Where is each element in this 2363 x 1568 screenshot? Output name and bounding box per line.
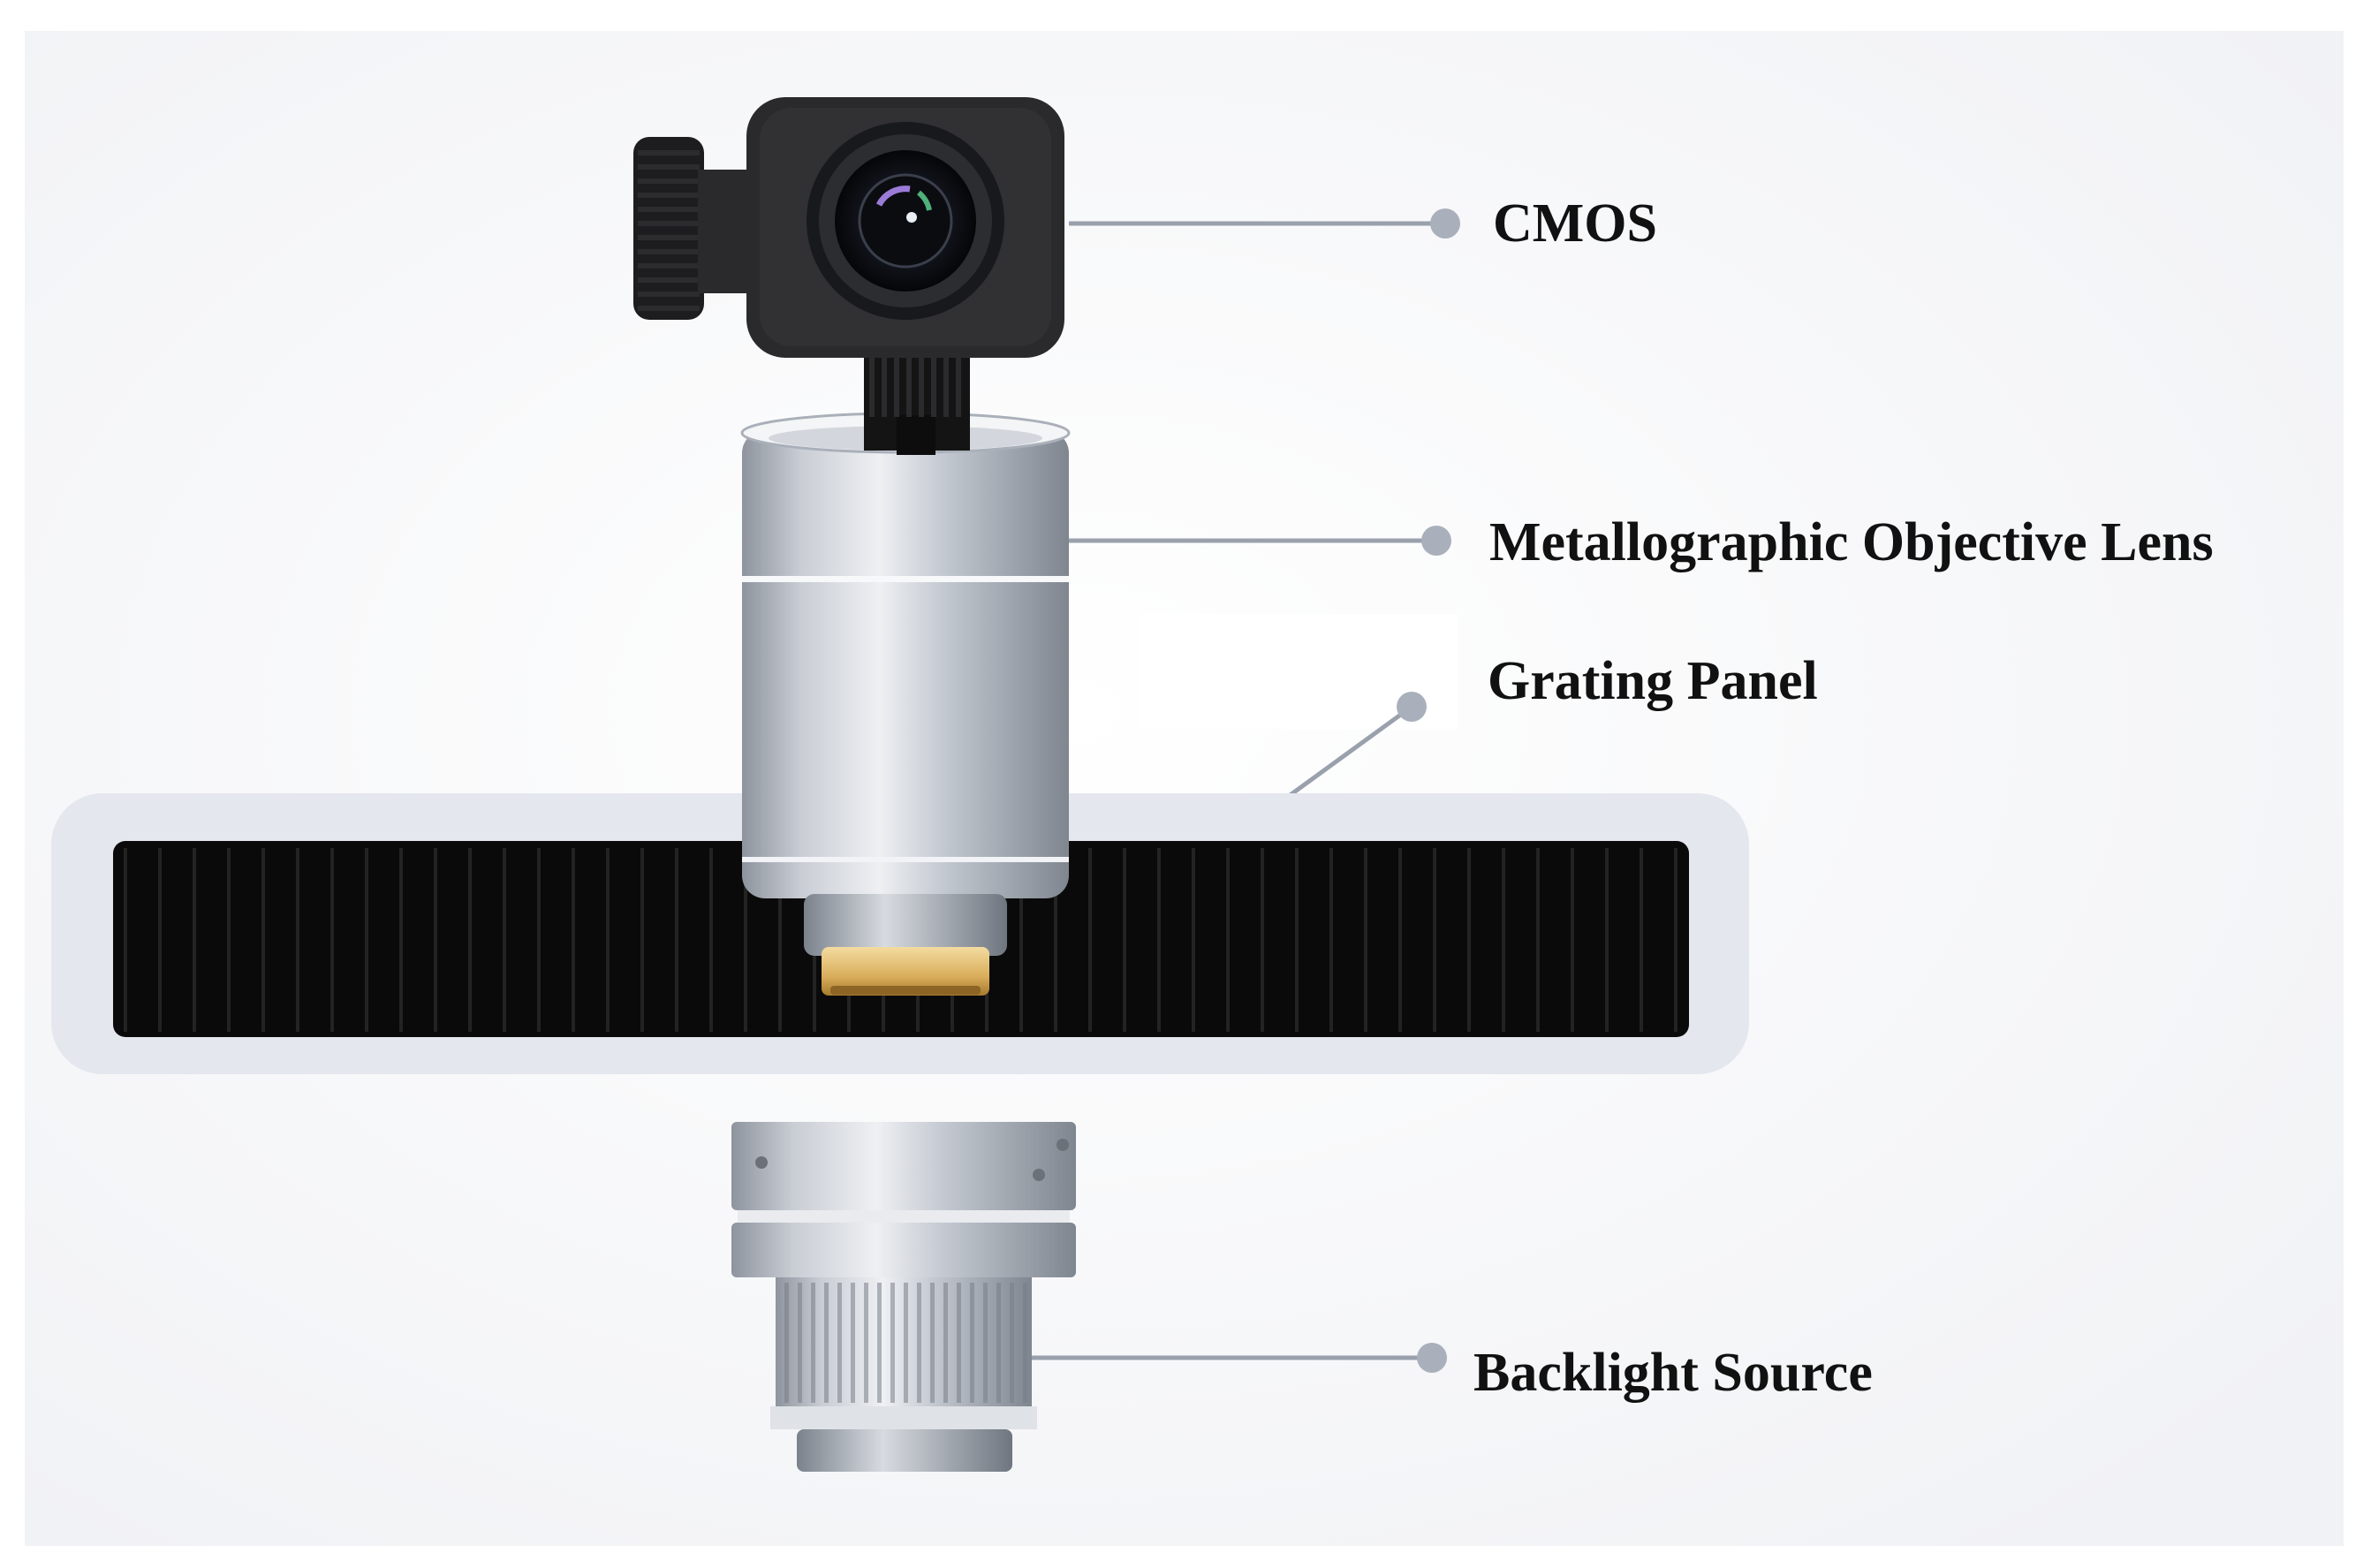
backlight-ridge (864, 1283, 868, 1403)
grating-slot (1674, 848, 1678, 1032)
mount-ridge (882, 355, 887, 417)
grating-slot (572, 848, 575, 1032)
backlight-ridge (957, 1283, 961, 1403)
grating-slot (434, 848, 437, 1032)
camera-mount-ridges (869, 355, 961, 417)
label-grating-panel: Grating Panel (1488, 651, 1818, 711)
grating-slot (330, 848, 334, 1032)
grating-slot (296, 848, 299, 1032)
backlight-ridge (798, 1283, 802, 1403)
grating-slot (709, 848, 713, 1032)
grating-slot (1605, 848, 1609, 1032)
label-backlight-source: Backlight Source (1473, 1343, 1873, 1403)
backlight-ridges (784, 1283, 1027, 1403)
backlight-ridge (890, 1283, 895, 1403)
backlight-ridge (983, 1283, 988, 1403)
backlight-ridge (837, 1283, 842, 1403)
background-panel (25, 31, 2344, 1546)
grating-slot (778, 848, 782, 1032)
backlight-ridge (917, 1283, 921, 1403)
grating-slot (399, 848, 403, 1032)
grating-slot (744, 848, 747, 1032)
backlight-ridge (824, 1283, 829, 1403)
backlight-ridge (904, 1283, 908, 1403)
backlight-ridge (970, 1283, 974, 1403)
grating-slot (1640, 848, 1643, 1032)
knob-ridge (638, 249, 700, 254)
mount-ridge (943, 355, 949, 417)
knob-ridge (638, 277, 700, 283)
camera-sensor-icon (633, 97, 1064, 455)
knob-ridge (638, 150, 700, 155)
grating-slot (124, 848, 127, 1032)
backlight-source-icon (731, 1122, 1076, 1472)
grating-slot (261, 848, 265, 1032)
grating-slot (1329, 848, 1333, 1032)
backlight-ridge (811, 1283, 815, 1403)
backlight-ridge (1023, 1283, 1027, 1403)
grating-slot (365, 848, 368, 1032)
grating-slot (606, 848, 610, 1032)
grating-slot (1502, 848, 1505, 1032)
knob-ridge (638, 292, 700, 297)
grating-slot (675, 848, 678, 1032)
grating-slot (1433, 848, 1436, 1032)
grating-slot (1536, 848, 1540, 1032)
grating-slot (1088, 848, 1092, 1032)
grating-slot (1295, 848, 1299, 1032)
grating-slot (158, 848, 162, 1032)
grating-slot (1123, 848, 1126, 1032)
grating-slot (537, 848, 541, 1032)
grating-slot (468, 848, 472, 1032)
grating-slot (227, 848, 231, 1032)
backlight-ridge (851, 1283, 855, 1403)
knob-ridge (638, 207, 700, 212)
knob-ridge (638, 263, 700, 269)
backlight-ridge (930, 1283, 935, 1403)
backlight-ridge (943, 1283, 948, 1403)
knob-ridge (638, 164, 700, 170)
knob-ridge (638, 306, 700, 311)
label-cmos: CMOS (1493, 193, 1657, 254)
grating-slot (640, 848, 644, 1032)
mount-ridge (894, 355, 899, 417)
knob-ridge (638, 193, 700, 198)
backlight-ridge (996, 1283, 1001, 1403)
mount-ridge (919, 355, 924, 417)
mount-ridge (956, 355, 961, 417)
grating-slot (1261, 848, 1264, 1032)
mount-ridge (906, 355, 912, 417)
grating-slot (503, 848, 506, 1032)
grating-slot (1571, 848, 1574, 1032)
knob-ridges (638, 150, 700, 311)
grating-slot (1019, 848, 1023, 1032)
grating-slot (1226, 848, 1230, 1032)
backlight-ridge (1010, 1283, 1014, 1403)
grating-slot (1467, 848, 1471, 1032)
knob-ridge (638, 178, 700, 184)
knob-ridge (638, 235, 700, 240)
grating-slot (193, 848, 196, 1032)
mount-ridge (931, 355, 936, 417)
label-objective-lens: Metallographic Objective Lens (1489, 512, 2214, 572)
backlight-ridge (784, 1283, 789, 1403)
callout-backlight-source (1029, 1343, 1447, 1373)
callout-cmos (1069, 208, 1460, 239)
knob-ridge (638, 221, 700, 226)
grating-slot (1157, 848, 1161, 1032)
mount-ridge (869, 355, 875, 417)
backlight-ridge (877, 1283, 882, 1403)
grating-slot (1192, 848, 1195, 1032)
grating-slot (1364, 848, 1367, 1032)
grating-slot (1054, 848, 1057, 1032)
grating-slot (1398, 848, 1402, 1032)
